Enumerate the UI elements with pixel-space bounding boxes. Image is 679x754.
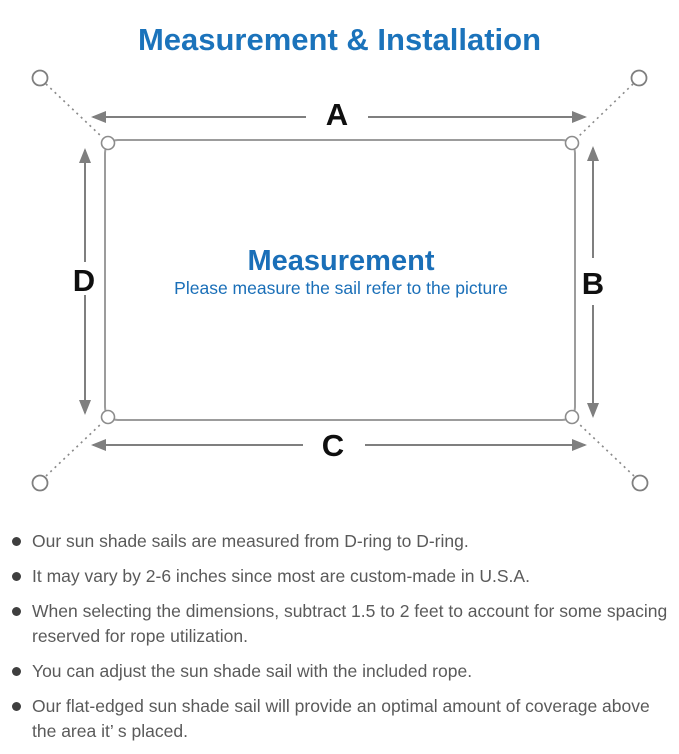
instruction-text: It may vary by 2-6 inches since most are… xyxy=(32,566,530,586)
dimension-label-b: B xyxy=(582,266,604,301)
anchor-ring-bottom-left xyxy=(31,474,49,492)
rope-bottom-right xyxy=(577,422,635,477)
instruction-item: When selecting the dimensions, subtract … xyxy=(0,599,679,649)
dimension-label-c: C xyxy=(322,428,344,463)
diagram-center-subtitle: Please measure the sail refer to the pic… xyxy=(174,278,508,298)
instruction-list: Our sun shade sails are measured from D-… xyxy=(0,529,679,754)
rope-top-left xyxy=(45,83,103,138)
instruction-item: Our flat-edged sun shade sail will provi… xyxy=(0,694,679,744)
bullet-icon xyxy=(12,572,21,581)
bullet-icon xyxy=(12,702,21,711)
instruction-text: When selecting the dimensions, subtract … xyxy=(32,601,668,646)
instruction-text: Our flat-edged sun shade sail will provi… xyxy=(32,696,650,741)
instruction-item: It may vary by 2-6 inches since most are… xyxy=(0,564,679,589)
anchor-ring-top-left xyxy=(31,69,49,87)
measurement-diagram: A B C D Measurement Please measure the s… xyxy=(31,69,649,492)
anchor-ring-top-right xyxy=(630,69,648,87)
anchor-ring-bottom-right xyxy=(631,474,649,492)
rope-top-right xyxy=(577,83,634,138)
diagram-center-title: Measurement xyxy=(248,245,435,277)
rope-bottom-left xyxy=(45,422,103,477)
page-title: Measurement & Installation xyxy=(137,21,542,57)
instruction-text: Our sun shade sails are measured from D-… xyxy=(32,531,469,551)
instruction-text: You can adjust the sun shade sail with t… xyxy=(32,661,473,681)
d-ring-top-right-icon xyxy=(564,135,580,151)
dimension-label-a: A xyxy=(326,97,348,132)
dimension-label-d: D xyxy=(73,263,95,298)
d-ring-top-left-icon xyxy=(100,135,116,151)
instruction-item: Our sun shade sails are measured from D-… xyxy=(0,529,679,554)
sail-rectangle xyxy=(104,139,576,421)
instruction-item: You can adjust the sun shade sail with t… xyxy=(0,659,679,684)
bullet-icon xyxy=(12,667,21,676)
bullet-icon xyxy=(12,607,21,616)
d-ring-bottom-right-icon xyxy=(564,409,580,425)
d-ring-bottom-left-icon xyxy=(100,409,116,425)
bullet-icon xyxy=(12,537,21,546)
